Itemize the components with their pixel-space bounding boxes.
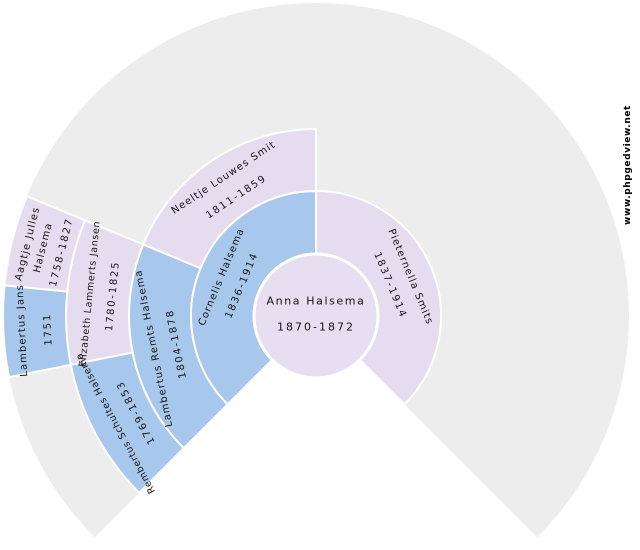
sector-gg-grandmother-aagtje-julles-halsema[interactable] — [3, 194, 87, 293]
sector-gg-grandfather-lambertus-jans[interactable] — [2, 284, 72, 379]
ancestor-sectors — [2, 127, 442, 495]
gg-grandfather-name: Lambertus Jans — [15, 284, 31, 377]
center-person-name: Anna Halsema — [267, 295, 366, 308]
phpgedview-watermark: www.phpgedview.net — [623, 105, 633, 225]
center-person-dates: 1870-1872 — [277, 321, 355, 334]
center-person-circle[interactable] — [252, 252, 380, 380]
gg-grandfather-dates: 1751 — [42, 313, 55, 346]
sector-grandmother-neeltje-louwes-smit[interactable] — [141, 127, 317, 270]
